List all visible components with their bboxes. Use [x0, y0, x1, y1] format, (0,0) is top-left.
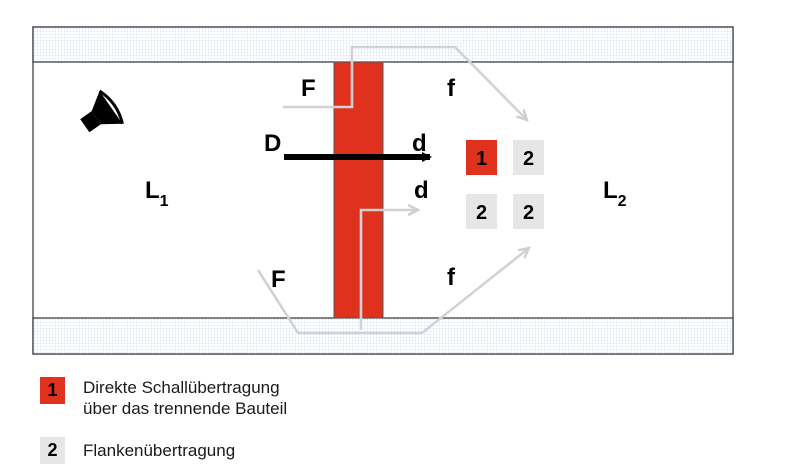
label-d-bottom: d	[414, 177, 429, 204]
label-L2-main: L	[603, 177, 618, 204]
label-f-top: f	[447, 75, 456, 102]
label-F-top: F	[301, 75, 316, 102]
flank-path-middle	[359, 210, 418, 330]
label-L2-sub: 2	[618, 193, 627, 210]
label-D: D	[264, 130, 281, 157]
box-flank-c-label: 2	[523, 202, 534, 224]
box-flank-b-label: 2	[476, 202, 487, 224]
legend-item-flank: 2 Flankenübertragung	[40, 437, 235, 464]
flank-path-bottom	[256, 248, 529, 335]
legend-item-direct: 1 Direkte Schallübertragung über das tre…	[40, 377, 287, 419]
box-direct	[466, 140, 497, 175]
box-flank-b	[466, 194, 497, 229]
box-flank-a	[513, 140, 544, 175]
top-slab	[32, 26, 734, 63]
label-L1-sub: 1	[160, 193, 169, 210]
label-L1: L1	[145, 177, 169, 210]
legend-key-direct: 1	[40, 377, 65, 404]
bottom-slab	[32, 317, 734, 355]
legend-text-direct: Direkte Schallübertragung über das trenn…	[83, 377, 287, 419]
speaker-icon	[80, 89, 124, 133]
legend-text-direct-line2: über das trennende Bauteil	[83, 399, 288, 418]
box-flank-a-label: 2	[523, 148, 534, 170]
flank-path-top	[283, 45, 527, 120]
separating-wall	[333, 61, 384, 319]
legend-text-direct-line1: Direkte Schallübertragung	[83, 378, 280, 397]
label-F-bottom: F	[271, 266, 286, 293]
label-f-bottom: f	[447, 264, 456, 291]
legend-key-flank: 2	[40, 437, 65, 464]
label-L2: L2	[603, 177, 627, 210]
box-flank-c	[513, 194, 544, 229]
label-L1-main: L	[145, 177, 160, 204]
box-direct-label: 1	[476, 148, 487, 170]
legend-text-flank: Flankenübertragung	[83, 441, 236, 460]
label-d-top: d	[412, 130, 427, 157]
